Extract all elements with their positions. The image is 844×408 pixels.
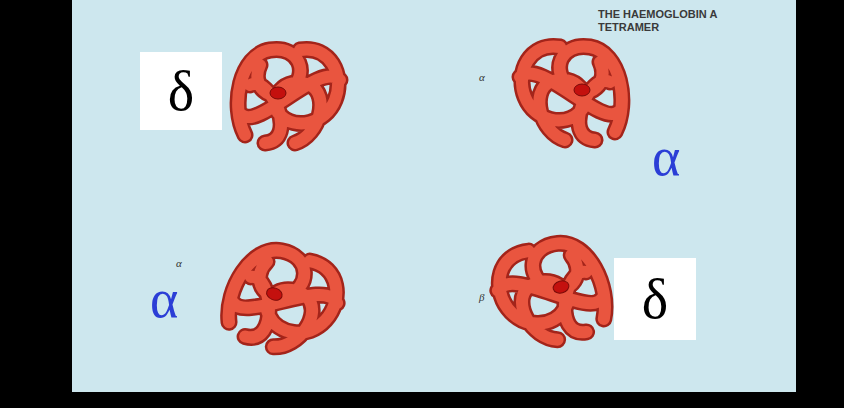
- chain-label: β: [479, 292, 484, 303]
- figure-title: THE HAEMOGLOBIN A TETRAMER: [598, 8, 728, 34]
- symbol-box: δ: [140, 52, 222, 130]
- chain-symbol: δ: [168, 63, 194, 119]
- globin-chain: [490, 235, 613, 352]
- chain-label: α: [479, 72, 485, 83]
- globin-chain: [220, 239, 348, 362]
- chain-label: α: [176, 258, 182, 269]
- symbol-box: δ: [614, 258, 696, 340]
- globin-chain: [238, 49, 340, 143]
- globin-chain: [520, 46, 622, 140]
- chain-symbol: α: [652, 130, 680, 184]
- chain-symbol: δ: [642, 271, 668, 327]
- background-panel: [72, 0, 796, 392]
- chain-symbol: α: [150, 272, 178, 326]
